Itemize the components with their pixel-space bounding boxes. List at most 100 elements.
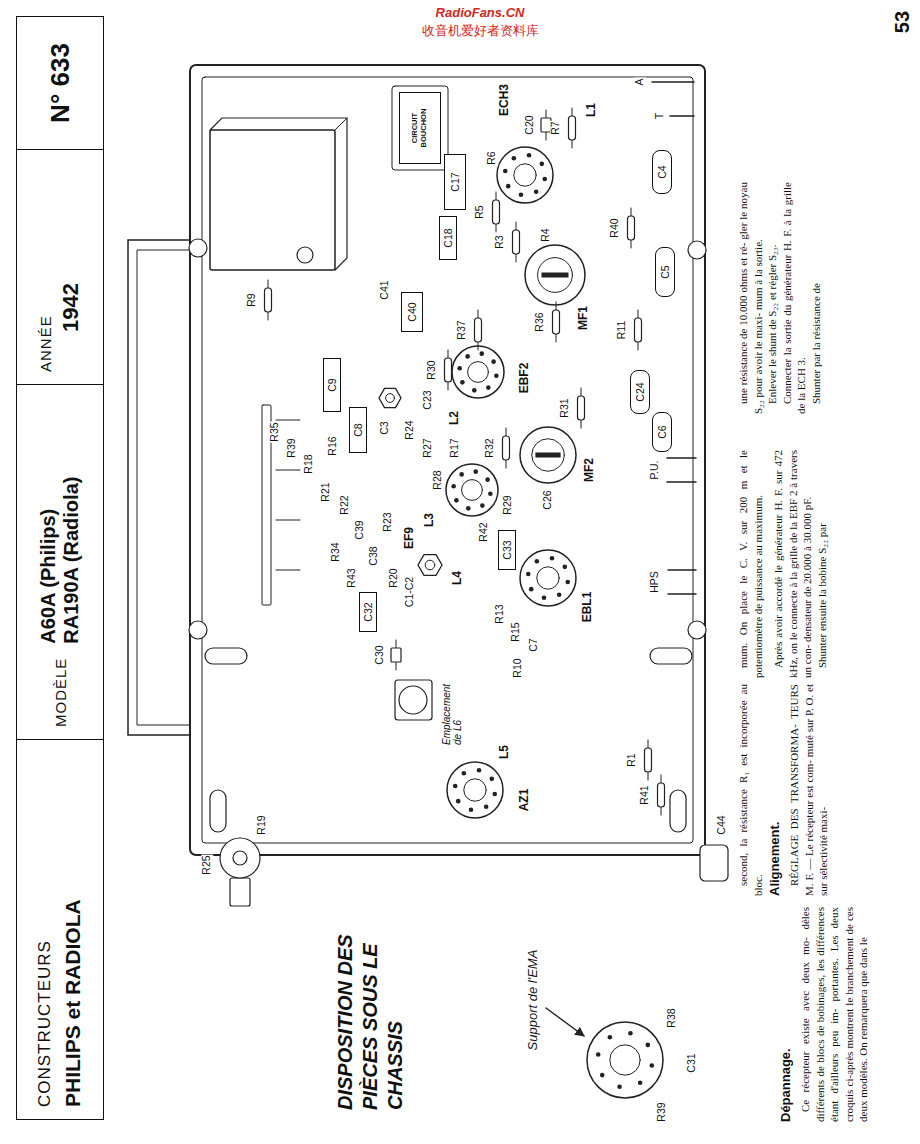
note-text: Shunter par la résistance de [809,182,824,414]
section-heading: Alignement. [767,684,782,896]
header-text: CONSTRUCTEURS [35,752,55,1107]
socket-center [537,567,559,589]
socket-rim [525,245,585,305]
part-label: C6 [656,425,668,438]
section-heading: Dépannage. [778,907,793,1122]
part-label: C24 [634,382,646,401]
tube-label: AZ1 [518,788,531,813]
tube-label: ECH3 [498,83,511,117]
coil-location [395,680,432,720]
socket-pin [473,469,478,474]
socket-pin [469,807,474,812]
plug-box: CIRCUIT BOUCHON [399,92,441,164]
part-label: R43 [346,567,358,588]
socket-rim [446,464,498,516]
mounting-post [189,621,207,639]
tube-socket [520,550,576,606]
component-body [553,310,560,334]
part-label: C33 [501,540,513,559]
terminal-lug [667,481,696,483]
drawing-group [128,65,728,1098]
component-body [265,288,272,312]
chassis-rim [202,77,693,843]
header-text: A60A (Philips) [37,397,60,644]
socket-pin [542,595,547,600]
potentiometer [220,838,260,878]
part-label: R27 [422,437,434,458]
part-label: R16 [327,435,339,456]
watermark: 收音机爱好者资料库 [421,22,540,40]
component-body [578,396,585,420]
transformer-label: MF2 [583,457,596,483]
resistor-symbol [493,192,500,232]
socket-pin [557,593,562,598]
socket-pin [460,380,465,385]
part-label: C1-C2 [404,576,416,608]
terminal-label: P.U. [649,459,661,480]
mounting-post [189,239,207,257]
capacitor-can: C5 [655,247,675,297]
socket-pin [638,1081,643,1086]
terminal-lug [668,593,696,595]
text-column: une résistance de 10.000 ohms et ré- gle… [736,182,823,414]
watermark: RadioFans.CN [435,5,526,20]
tube-socket [587,1022,663,1098]
part-label: C30 [374,644,386,665]
socket-pin [494,373,499,378]
component-body [658,783,665,807]
coil-label: L4 [451,570,464,586]
nut-hole [425,560,435,570]
socket-pin [488,491,493,496]
part-label: R42 [478,521,490,542]
socket-pin [563,565,568,570]
nut-outline [379,388,401,407]
note-text: Ce récepteur existe avec deux mo- dèles … [798,907,871,1122]
mounting-post [688,621,706,639]
part-label: R4 [540,227,552,242]
chassis-roller [205,648,247,664]
can-core [538,258,573,293]
plug-socket [392,86,448,170]
part-label: C26 [542,489,554,510]
transformer-label: MF1 [577,305,590,331]
dial-frame [137,250,190,725]
capacitor-box: C32 [359,592,377,632]
socket-pin [485,477,490,482]
capacitor-symbol [391,640,401,670]
socket-pin [526,572,531,577]
tube-label: EBL1 [581,591,594,624]
terminal-label: HPS [649,570,661,594]
socket-rim [587,1022,663,1098]
part-label: C44 [716,814,728,835]
tube-socket [452,346,504,398]
component-body [503,436,510,460]
capacitor-can: C24 [630,370,650,414]
part-label: C40 [406,302,418,321]
socket-pin [466,506,471,511]
socket-pin [529,587,534,592]
part-label: C38 [368,545,380,566]
socket-center [462,480,483,501]
pointer-arrow [546,1008,584,1036]
note-text: second, la résistance R₁ est incorporée … [736,684,765,896]
part-label: R25 [201,854,213,875]
part-label: R5 [474,204,486,219]
socket-pin [608,1035,613,1040]
coil-label: L5 [498,744,511,760]
note-text: Après avoir accordé le générateur H. F. … [771,450,815,678]
socket-pin [535,559,540,564]
resistor-symbol [645,740,652,780]
socket-pin [486,385,491,390]
part-label: R28 [432,469,444,490]
nut-outline [418,555,442,576]
part-label: R38 [666,1007,678,1028]
resistor-symbol [503,428,510,468]
part-label: R30 [426,359,438,380]
part-label: R15 [510,621,522,642]
part-label: R10 [512,657,524,678]
tube-label: EF9 [403,526,416,550]
socket-pin [650,1063,655,1068]
part-label: R36 [534,311,546,332]
header-cell: N° 633 [16,16,104,150]
socket-pin [527,153,532,158]
